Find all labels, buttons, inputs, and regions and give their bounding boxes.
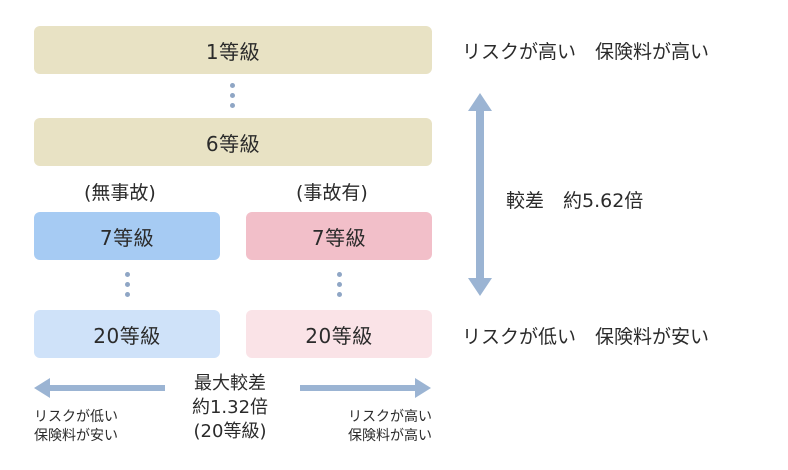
dots-accident — [337, 272, 343, 302]
right-arrow — [300, 378, 431, 398]
accident-grade-7-label: 7等級 — [311, 225, 367, 250]
dots-top — [230, 83, 236, 113]
accident-grade-20-label: 20等級 — [305, 323, 373, 348]
bottom-left-line1: リスクが低い — [34, 409, 118, 425]
no-accident-grade-7-label: 7等級 — [99, 225, 155, 250]
right-note-difference: 較差 約5.62倍 — [506, 190, 644, 212]
bottom-left-note: リスクが低い 保険料が安い — [34, 408, 118, 446]
grade-6-box: 6等級 — [34, 118, 432, 166]
bottom-center-line1: 最大較差 — [194, 373, 266, 394]
left-arrow — [34, 378, 165, 398]
no-accident-grade-20-box: 20等級 — [34, 310, 220, 358]
bottom-right-line2: 保険料が高い — [348, 428, 432, 444]
right-note-bottom: リスクが低い 保険料が安い — [462, 326, 710, 348]
dots-no-accident — [125, 272, 131, 302]
vertical-double-arrow — [468, 93, 492, 296]
grade-6-label: 6等級 — [205, 131, 261, 156]
accident-header: (事故有) — [296, 182, 368, 204]
grade-1-label: 1等級 — [205, 39, 261, 64]
no-accident-grade-7-box: 7等級 — [34, 212, 220, 260]
bottom-right-line1: リスクが高い — [348, 409, 432, 425]
bottom-left-line2: 保険料が安い — [34, 428, 118, 444]
no-accident-header: (無事故) — [84, 182, 156, 204]
grade-1-box: 1等級 — [34, 26, 432, 74]
accident-grade-7-box: 7等級 — [246, 212, 432, 260]
no-accident-grade-20-label: 20等級 — [93, 323, 161, 348]
right-note-top: リスクが高い 保険料が高い — [462, 41, 710, 63]
accident-grade-20-box: 20等級 — [246, 310, 432, 358]
bottom-center-line2: 約1.32倍 — [191, 397, 269, 418]
bottom-center-line3: (20等級) — [193, 421, 267, 442]
bottom-right-note: リスクが高い 保険料が高い — [336, 408, 432, 446]
bottom-center-note: 最大較差 約1.32倍 (20等級) — [180, 372, 280, 444]
